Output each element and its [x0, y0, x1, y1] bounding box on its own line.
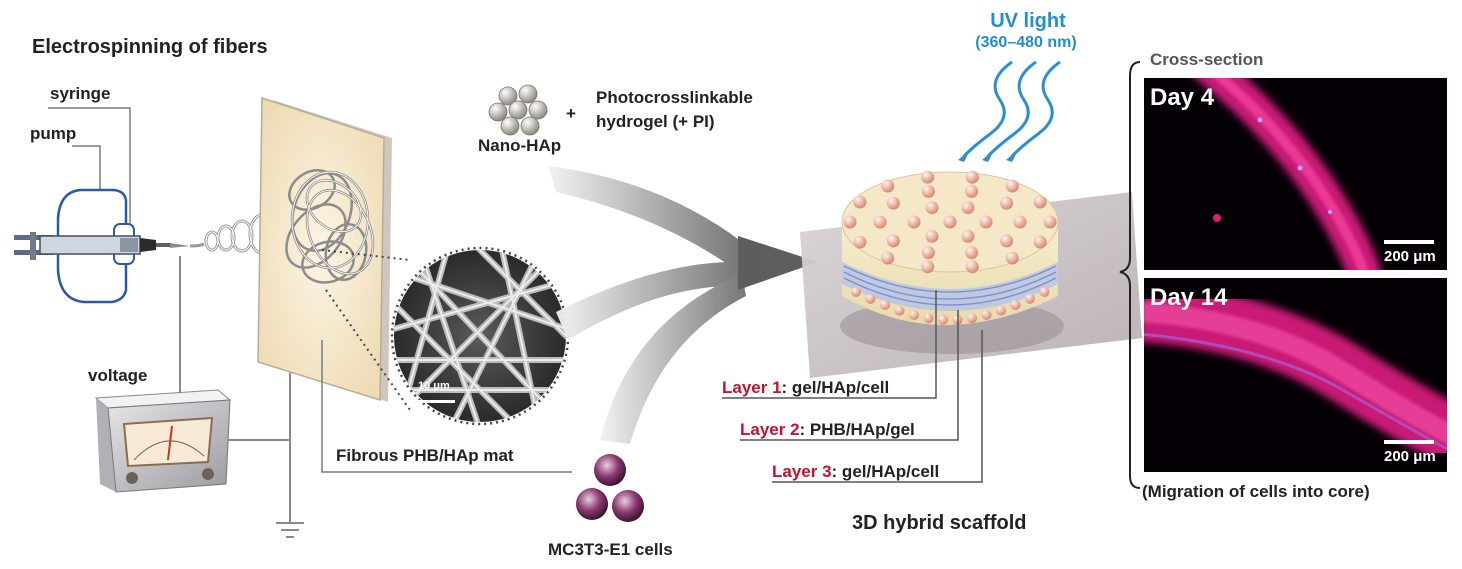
scaffold-particle	[981, 310, 992, 320]
cells-label: MC3T3-E1 cells	[548, 540, 673, 559]
scaffold-particle	[1005, 251, 1019, 265]
voltage-label: voltage	[88, 366, 148, 385]
plus-sign: +	[566, 104, 576, 123]
nano-hap-beads	[488, 84, 548, 136]
day14-scale-label: 200 μm	[1384, 448, 1436, 465]
scaffold-particle	[923, 313, 934, 324]
uv-ray-heads	[958, 150, 1018, 162]
merge-arrows	[548, 166, 818, 444]
scaffold-particle	[1043, 215, 1057, 229]
day14-label: Day 14	[1150, 284, 1228, 311]
cross-section-title: Cross-section	[1150, 50, 1264, 69]
day4-scale-bar	[1384, 240, 1434, 244]
scaffold-particle	[1000, 196, 1014, 210]
syringe	[14, 232, 190, 260]
mc3t3-cells	[576, 454, 644, 522]
scaffold-particle	[851, 287, 861, 297]
scaffold-particle	[843, 215, 857, 229]
uv-light-label: UV light	[990, 10, 1066, 32]
mat-label-line	[321, 340, 572, 473]
pump-label: pump	[30, 124, 77, 143]
scaffold-particle	[1010, 300, 1021, 310]
layer1-label: Layer 1: gel/HAp/cell	[722, 378, 889, 398]
layer2-number: Layer 2	[740, 420, 800, 439]
sem-scale-label: 10 μm	[418, 380, 450, 392]
scaffold-particle	[873, 215, 887, 229]
scaffold-particle	[921, 170, 935, 184]
scaffold-particle	[865, 293, 876, 304]
scaffold-particle	[909, 310, 919, 320]
layer3-desc: : gel/HAp/cell	[831, 462, 940, 481]
scaffold-particle	[996, 305, 1006, 316]
scaffold-particle	[925, 229, 939, 243]
scaffold-particle	[1025, 293, 1035, 304]
scaffold-particle	[938, 314, 948, 325]
scaffold-particle	[1013, 215, 1027, 229]
scaffold-particle	[965, 246, 979, 260]
layer3-number: Layer 3	[772, 462, 832, 481]
scaffold-particle	[1033, 235, 1047, 249]
scaffold-particle	[921, 246, 935, 260]
scaffold-particle	[961, 229, 975, 243]
scaffold-particle	[921, 260, 935, 274]
layer2-label: Layer 2: PHB/HAp/gel	[740, 420, 915, 440]
scaffold-particle	[881, 251, 895, 265]
scaffold-disk	[841, 171, 1059, 325]
scaffold-particle	[853, 195, 867, 209]
scaffold-particle	[886, 196, 900, 210]
day4-label: Day 4	[1150, 84, 1215, 111]
layer1-desc: : gel/HAp/cell	[781, 378, 890, 397]
uv-wavelength-label: (360–480 nm)	[975, 34, 1077, 51]
scaffold-particle	[961, 201, 975, 215]
scaffold-particle	[886, 234, 900, 248]
migration-caption: (Migration of cells into core)	[1142, 482, 1370, 501]
scaffold-particle	[907, 215, 921, 229]
syringe-label: syringe	[50, 84, 111, 103]
mat-label: Fibrous PHB/HAp mat	[336, 446, 514, 465]
cross-section-bracket	[1119, 61, 1141, 489]
day14-fluorescence	[1144, 282, 1447, 467]
day14-scale-bar	[1384, 440, 1434, 444]
scaffold-particle	[1005, 179, 1019, 193]
layer2-desc: : PHB/HAp/gel	[799, 420, 915, 439]
scaffold-title: 3D hybrid scaffold	[852, 512, 1027, 534]
scaffold-particle	[853, 235, 867, 249]
scaffold-particle	[965, 170, 979, 184]
day4-fluorescence	[1195, 78, 1381, 270]
day4-scale-label: 200 μm	[1384, 248, 1436, 265]
scaffold-particle	[1000, 234, 1014, 248]
layer3-label: Layer 3: gel/HAp/cell	[772, 462, 939, 482]
scaffold-particle	[925, 201, 939, 215]
scaffold-particle	[943, 215, 957, 229]
layer-leader-lines	[722, 290, 983, 483]
uv-rays	[962, 60, 1061, 158]
scaffold-particle	[967, 313, 977, 324]
scaffold-particles	[843, 170, 1057, 325]
scaffold-particle	[881, 179, 895, 193]
electrospinning-title: Electrospinning of fibers	[32, 36, 268, 58]
pump-label-line	[72, 145, 101, 190]
voltage-supply	[94, 389, 232, 493]
scaffold-particle	[1033, 195, 1047, 209]
nano-hap-label: Nano-HAp	[478, 136, 562, 155]
layer1-number: Layer 1	[722, 378, 782, 397]
scaffold-particle	[979, 215, 993, 229]
hydrogel-label-line2: hydrogel (+ PI)	[596, 112, 715, 131]
syringe-label-line	[48, 107, 131, 228]
scaffold-particle	[1039, 287, 1050, 297]
fiber-tangle-highlight	[291, 171, 374, 275]
hydrogel-label-line1: Photocrosslinkable	[596, 88, 753, 107]
sem-scale-bar	[417, 400, 455, 403]
sem-fibers	[394, 250, 566, 422]
scaffold-particle	[965, 184, 979, 198]
scaffold-particle	[921, 184, 935, 198]
zoom-lines	[321, 249, 411, 411]
scaffold-particle	[894, 305, 905, 316]
scaffold-particle	[880, 300, 890, 310]
scaffold-particle	[965, 260, 979, 274]
